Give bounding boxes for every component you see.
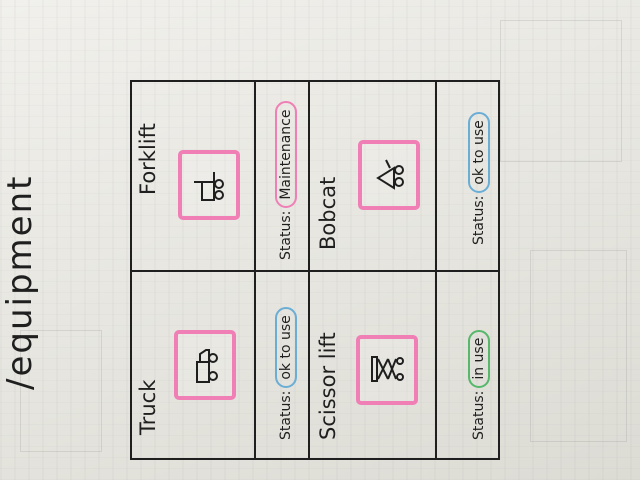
equipment-name: Bobcat: [316, 176, 340, 250]
equipment-card-truck[interactable]: Truck Status: ok to use: [130, 272, 308, 460]
equipment-name: Truck: [136, 379, 160, 435]
equipment-thumbnail[interactable]: [358, 140, 420, 210]
status-label: Status:: [278, 390, 294, 440]
status-row: Status: ok to use: [468, 112, 490, 245]
equipment-thumbnail[interactable]: [178, 150, 240, 220]
page-title: /equipment: [0, 174, 40, 390]
equipment-thumbnail[interactable]: [174, 330, 236, 400]
equipment-card-forklift[interactable]: Forklift Status: Maintenance: [130, 80, 308, 270]
equipment-card-bobcat[interactable]: Bobcat Status: ok to use: [310, 80, 500, 270]
equipment-thumbnail[interactable]: [356, 335, 418, 405]
ghost-print-box: [530, 250, 627, 442]
equipment-grid: Truck Status: ok to use Forklift: [130, 80, 500, 460]
status-badge: Maintenance: [275, 101, 297, 208]
status-badge: in use: [468, 329, 490, 388]
status-row: Status: in use: [468, 329, 490, 440]
ghost-print-box: [500, 20, 622, 162]
status-label: Status:: [471, 195, 487, 245]
status-row: Status: ok to use: [275, 307, 297, 440]
ghost-print-box: [20, 330, 102, 452]
status-label: Status:: [471, 390, 487, 440]
equipment-name: Scissor lift: [316, 332, 340, 440]
equipment-card-scissor-lift[interactable]: Scissor lift Status: in use: [310, 272, 500, 460]
status-badge: ok to use: [468, 112, 490, 193]
bobcat-icon: [376, 159, 404, 190]
status-row: Status: Maintenance: [275, 101, 297, 260]
truck-icon: [196, 349, 218, 383]
scissor-lift-icon: [371, 356, 404, 382]
status-badge: ok to use: [275, 307, 297, 388]
equipment-name: Forklift: [136, 123, 160, 195]
forklift-icon: [194, 172, 224, 201]
status-label: Status:: [278, 210, 294, 260]
